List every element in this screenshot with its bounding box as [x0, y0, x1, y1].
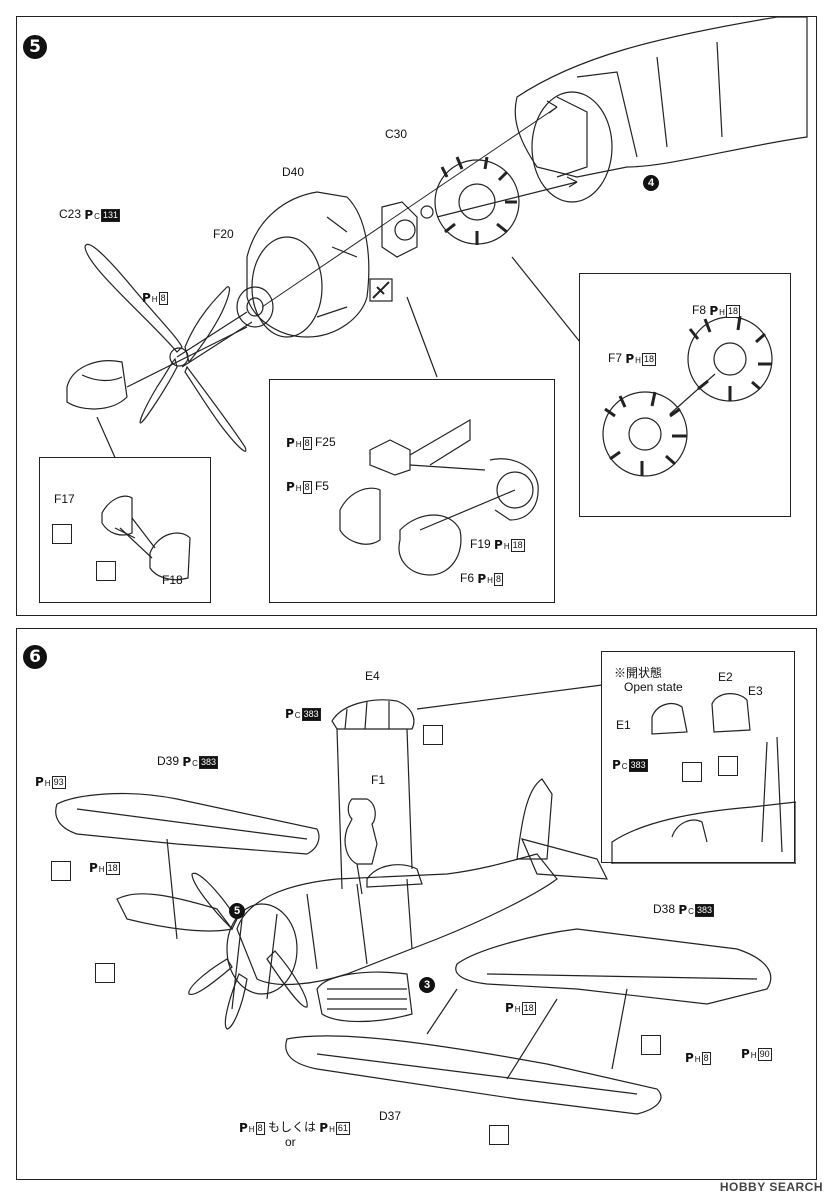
label-f17: F17	[54, 492, 75, 506]
cement-icon	[682, 762, 702, 782]
cement-icon	[52, 524, 72, 544]
gear-housing	[381, 201, 418, 258]
propeller-blade-top	[84, 243, 183, 353]
canopy-e4	[331, 699, 415, 730]
inset-spinner: F17 F18	[39, 457, 211, 603]
cowling	[226, 903, 298, 995]
cement-icon	[51, 861, 71, 881]
propeller-blade-bottom	[139, 357, 178, 424]
step-6-drawing	[55, 684, 772, 1115]
label-c30: C30	[385, 127, 408, 141]
ref-step-4: 4	[643, 175, 659, 191]
step-5-number: 5	[23, 35, 47, 59]
cement-icon	[95, 963, 115, 983]
label-e3: E3	[748, 684, 763, 698]
cement-icon	[423, 725, 443, 745]
cement-icon	[96, 561, 116, 581]
fuselage-nose	[514, 17, 808, 178]
label-f1: F1	[371, 773, 386, 787]
step-6-number: 6	[23, 645, 47, 669]
label-f20: F20	[213, 227, 234, 241]
ref-step-5: 5	[229, 903, 245, 919]
label-d37: D37	[379, 1109, 402, 1123]
propeller-blade-low-right	[184, 365, 247, 452]
label-e4: E4	[365, 669, 380, 683]
label-c23-text: C23	[59, 207, 82, 222]
label-f18: F18	[162, 573, 183, 587]
c30-part	[420, 205, 434, 219]
spinner	[66, 360, 128, 410]
ref-step-3: 3	[419, 977, 435, 993]
fuselage	[236, 853, 558, 986]
step-6-panel: 6	[16, 628, 817, 1180]
label-e1: E1	[616, 718, 631, 732]
open-state-jp: ※開状態	[614, 666, 663, 680]
label-e2: E2	[718, 670, 733, 684]
cement-icon	[718, 756, 738, 776]
lower-wing-d37	[285, 1035, 662, 1115]
cement-icon	[489, 1125, 509, 1145]
cowling-d40	[246, 191, 370, 338]
label-or-en: or	[285, 1135, 296, 1149]
watermark: HOBBY SEARCH	[719, 1180, 823, 1194]
cockpit-tub	[316, 971, 413, 1023]
tail-fin	[516, 778, 553, 860]
pilot-figure	[344, 798, 378, 865]
step-5-panel: 5	[16, 16, 817, 616]
right-wing-d38	[455, 928, 772, 1005]
propeller-blade-right	[184, 286, 231, 364]
f20-ring	[236, 286, 274, 328]
label-d40: D40	[282, 165, 305, 179]
cement-icon	[641, 1035, 661, 1055]
open-state-en: Open state	[624, 680, 683, 694]
left-wing-d39	[55, 792, 320, 855]
